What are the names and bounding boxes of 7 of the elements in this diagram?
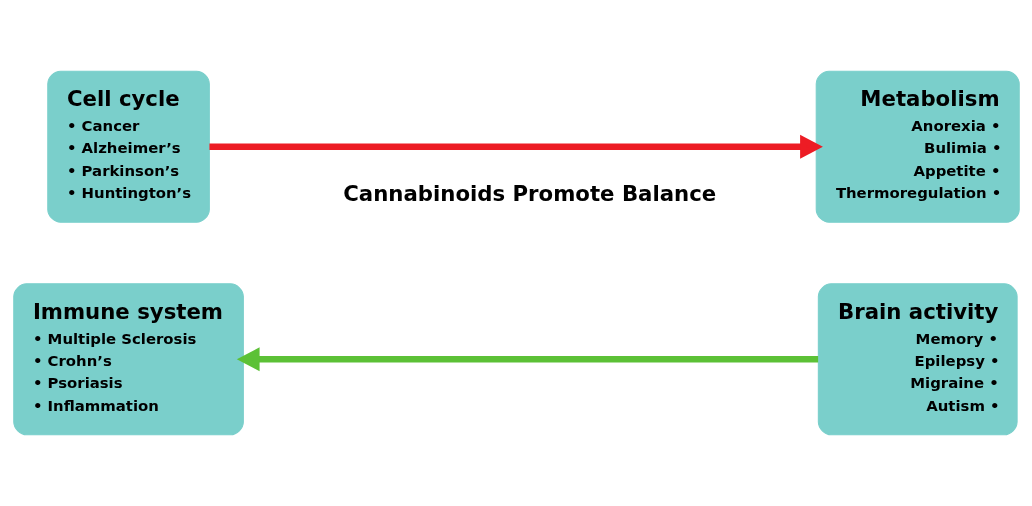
node-box: Immune system • Multiple Sclerosis • Crohn’s • Psoriasis • Inflammation	[12, 283, 244, 436]
arrow	[236, 347, 818, 372]
node-box: Cell cycle • Cancer • Alzheimer’s • Parkinson’s • Huntington’s	[46, 70, 210, 223]
label: Cannabinoids Promote Balance	[342, 180, 716, 206]
node-box: Brain activity Memory • Epilepsy • Migraine • Autism •	[817, 283, 1018, 436]
node-box: Metabolism Anorexia • Bulimia • Appetite • Thermoregulation •	[815, 70, 1020, 223]
arrow	[208, 134, 823, 159]
